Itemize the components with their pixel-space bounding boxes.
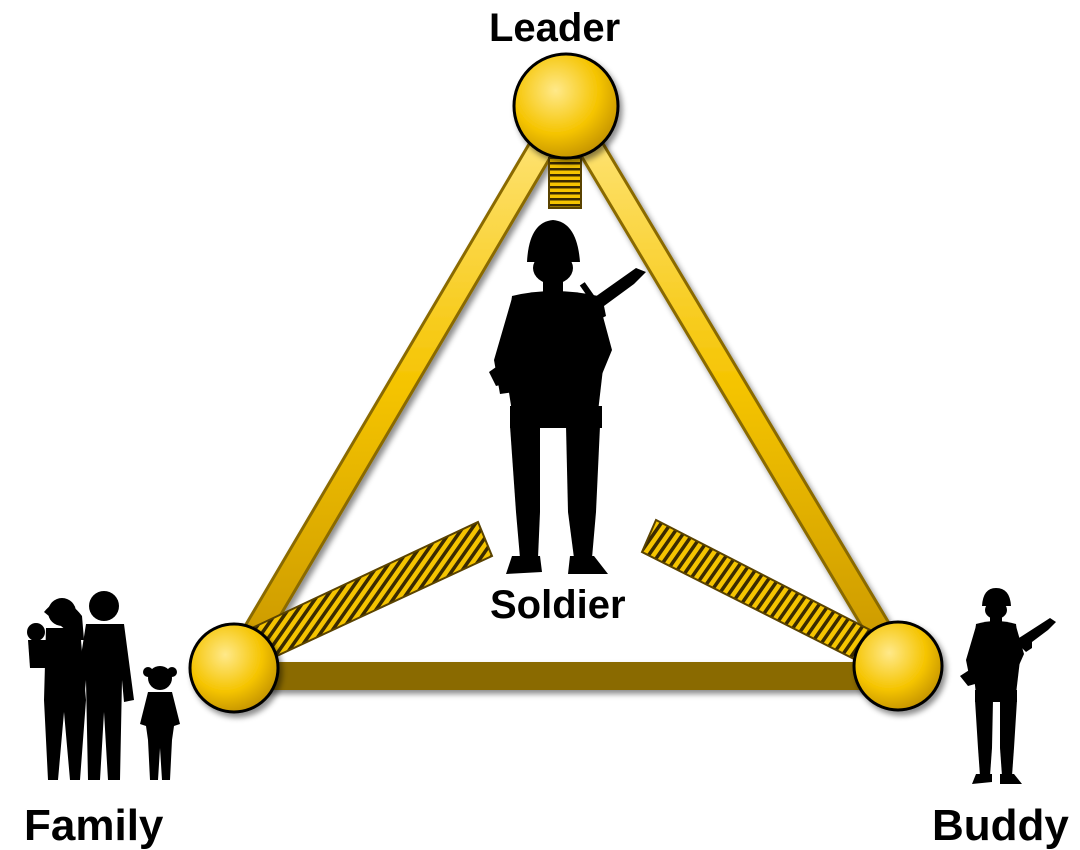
leader-label: Leader	[489, 6, 621, 50]
family-icon	[27, 591, 180, 780]
leader-node	[512, 52, 620, 160]
family-label: Family	[24, 801, 164, 850]
soldier-label: Soldier	[490, 583, 626, 627]
triangle-frame	[222, 92, 914, 690]
family-node	[188, 622, 280, 714]
buddy-node	[852, 620, 944, 712]
buddy-label: Buddy	[932, 801, 1069, 850]
top-strut	[548, 157, 582, 209]
buddy-icon	[960, 588, 1056, 784]
soldier-icon	[489, 220, 646, 574]
